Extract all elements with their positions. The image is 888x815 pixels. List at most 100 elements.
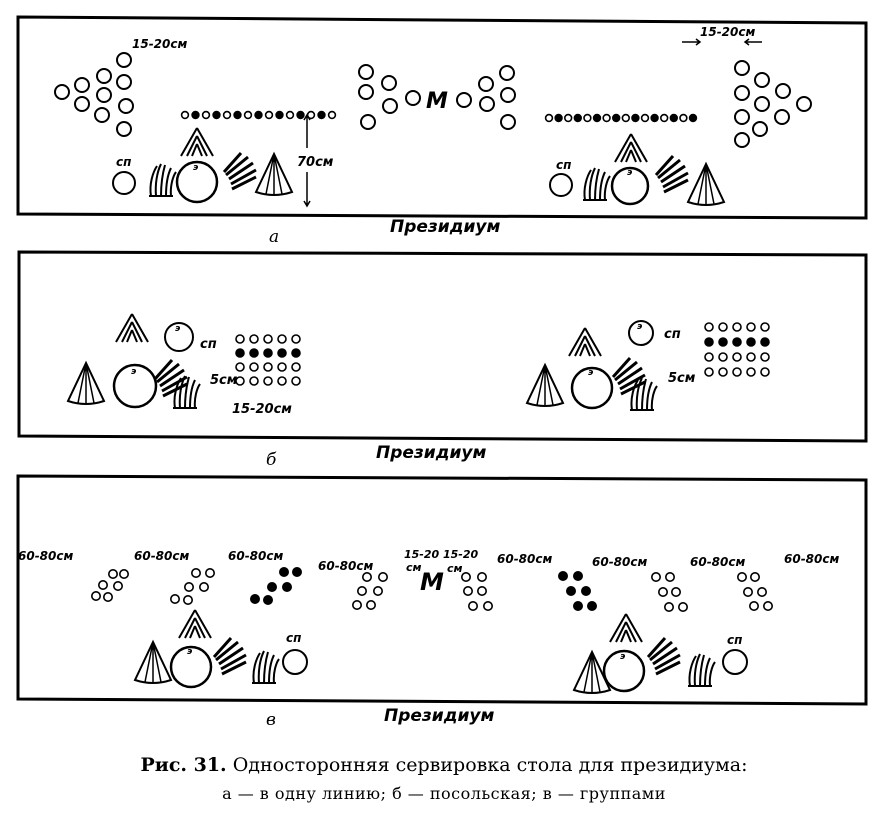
forks-c-right xyxy=(646,636,682,676)
sp-label-c-left: сп xyxy=(286,631,301,645)
napkin-a-right xyxy=(614,133,648,163)
glass-mark xyxy=(482,600,493,611)
spacing-label-a-left: 15-20см xyxy=(132,37,187,51)
glass-mark xyxy=(467,600,478,611)
glass-mark xyxy=(180,110,190,120)
knives-a-right xyxy=(582,167,611,201)
panel-b: э сп э 5см 15-20см э сп э 5см б Президиу… xyxy=(17,250,868,470)
distance-label-6: 60-80см xyxy=(592,555,647,569)
glass-mark xyxy=(277,334,287,344)
glass-group-a-left xyxy=(54,52,134,137)
sp-label-b-left: сп xyxy=(200,337,217,352)
cone-a-right xyxy=(687,163,725,206)
panel-b-frame xyxy=(17,250,868,443)
svg-text:э: э xyxy=(627,168,633,178)
glass-mark xyxy=(296,110,305,120)
glass-mark xyxy=(119,568,130,579)
spacing-label-c1b: см xyxy=(406,561,422,574)
cone-a-left xyxy=(255,153,293,196)
glass-mark xyxy=(462,585,473,596)
glass-mark xyxy=(602,113,611,123)
glass-mark xyxy=(235,362,245,372)
glass-mark xyxy=(266,581,277,592)
glass-mark xyxy=(718,352,728,362)
napkin-b-right xyxy=(568,327,602,357)
glass-mark xyxy=(746,352,756,362)
panel-a-frame xyxy=(16,15,868,220)
glass-mark xyxy=(663,601,674,612)
glass-mark xyxy=(291,376,301,386)
knives-a-left xyxy=(148,163,177,197)
m-mark-a: М xyxy=(426,89,448,114)
glass-mark xyxy=(243,110,253,120)
glass-mark xyxy=(565,585,576,596)
glass-group-a-center xyxy=(358,64,516,130)
glass-mark xyxy=(640,113,650,123)
glass-mark xyxy=(233,110,242,120)
glass-mark xyxy=(563,113,573,123)
figure-caption-subtitle: а — в одну линию; б — посольская; в — гр… xyxy=(222,784,666,803)
glass-mark xyxy=(742,586,753,597)
glass-mark xyxy=(277,362,287,372)
forks-a-right xyxy=(654,154,690,194)
glass-mark xyxy=(291,334,301,344)
glass-mark xyxy=(222,110,232,120)
glass-mark xyxy=(659,113,669,123)
glass-mark xyxy=(664,571,675,582)
bread-plate-c-right xyxy=(722,649,748,675)
glass-mark xyxy=(377,571,388,582)
spacing-label-c2b: см xyxy=(447,562,463,575)
glass-mark xyxy=(278,566,289,577)
glass-mark xyxy=(275,110,284,120)
plate-a-left xyxy=(175,160,219,204)
glass-mark xyxy=(98,579,109,590)
glass-mark xyxy=(262,594,273,605)
bread-plate-a-right xyxy=(549,173,573,197)
glass-mark xyxy=(476,571,487,582)
sp-label-a-right: сп xyxy=(556,158,571,172)
distance-label-5: 60-80см xyxy=(497,552,552,566)
glass-mark xyxy=(264,110,274,120)
glass-mark xyxy=(327,110,337,120)
glass-mark xyxy=(263,348,273,358)
panel-a: 15-20см М 15-20см 70см сп э xyxy=(16,15,868,247)
table-setting-figure: 15-20см М 15-20см 70см сп э xyxy=(16,15,868,730)
bread-plate-c-left xyxy=(282,649,308,675)
figure-caption-title: Рис. 31. Односторонняя сервировка стола … xyxy=(0,754,888,776)
glass-mark xyxy=(201,110,211,120)
glass-mark xyxy=(592,113,602,123)
svg-text:э: э xyxy=(588,368,594,378)
glass-mark xyxy=(650,571,661,582)
svg-text:э: э xyxy=(193,163,199,173)
glass-mark xyxy=(235,376,245,386)
forks-b-right xyxy=(611,356,647,396)
glass-mark xyxy=(657,586,668,597)
glass-mark xyxy=(365,599,376,610)
dotted-row-a-right xyxy=(544,113,698,123)
glass-mark xyxy=(291,362,301,372)
glass-mark xyxy=(732,367,742,377)
distance-label-3: 60-80см xyxy=(228,549,283,563)
spacing-label-b: 15-20см xyxy=(232,402,292,417)
glass-mark xyxy=(361,571,372,582)
glass-mark xyxy=(184,581,195,592)
glass-mark xyxy=(263,362,273,372)
napkin-a-left xyxy=(180,127,214,157)
glass-mark xyxy=(557,570,568,581)
glass-mark xyxy=(704,322,714,332)
glass-mark xyxy=(263,334,273,344)
glass-mark xyxy=(688,113,698,123)
spacing-label-c2a: 15-20 xyxy=(443,548,479,561)
svg-text:э: э xyxy=(175,324,181,334)
glass-mark xyxy=(760,367,770,377)
figure-title: Односторонняя сервировка стола для прези… xyxy=(226,754,748,776)
panel-c-title: Президиум xyxy=(384,706,494,726)
figure-number: Рис. 31. xyxy=(140,754,227,776)
glass-mark xyxy=(249,334,259,344)
bread-plate-b-left xyxy=(164,322,194,352)
glass-mark xyxy=(762,600,773,611)
sp-label-c-right: сп xyxy=(727,633,742,647)
forks-b-left xyxy=(153,358,189,398)
plate-a-right xyxy=(610,166,650,206)
glass-mark xyxy=(760,352,770,362)
